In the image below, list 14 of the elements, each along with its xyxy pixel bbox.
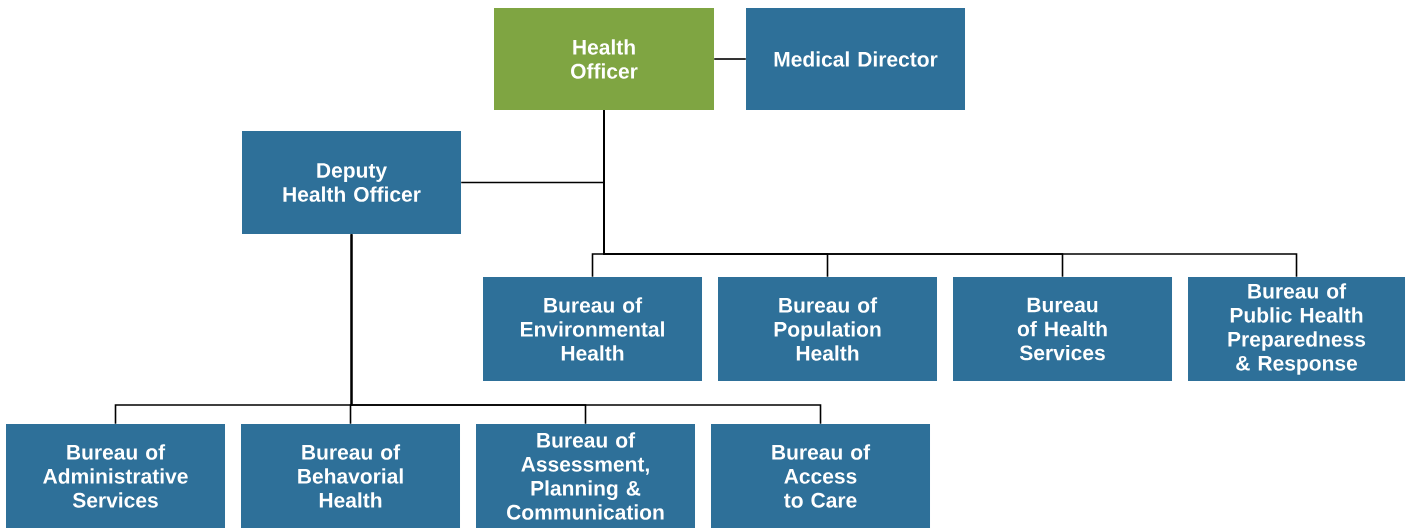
connector-line: [713, 58, 747, 60]
org-box: Bureau of Public Health Preparedness & Response: [1188, 277, 1405, 381]
org-box: Health Officer: [494, 8, 714, 110]
org-box: Bureau of Behavorial Health: [241, 424, 460, 528]
org-box: Bureau of Administrative Services: [6, 424, 225, 528]
org-box: Bureau of Environmental Health: [483, 277, 702, 381]
org-box: Bureau of Access to Care: [711, 424, 930, 528]
connector-line: [350, 233, 822, 425]
org-box: Medical Director: [746, 8, 965, 110]
org-box: Bureau of Assessment, Planning & Communication: [476, 424, 695, 528]
org-box: Bureau of Population Health: [718, 277, 937, 381]
org-box: Deputy Health Officer: [242, 131, 461, 234]
org-box: Bureau of Health Services: [953, 277, 1172, 381]
connector-line: [603, 109, 1298, 278]
